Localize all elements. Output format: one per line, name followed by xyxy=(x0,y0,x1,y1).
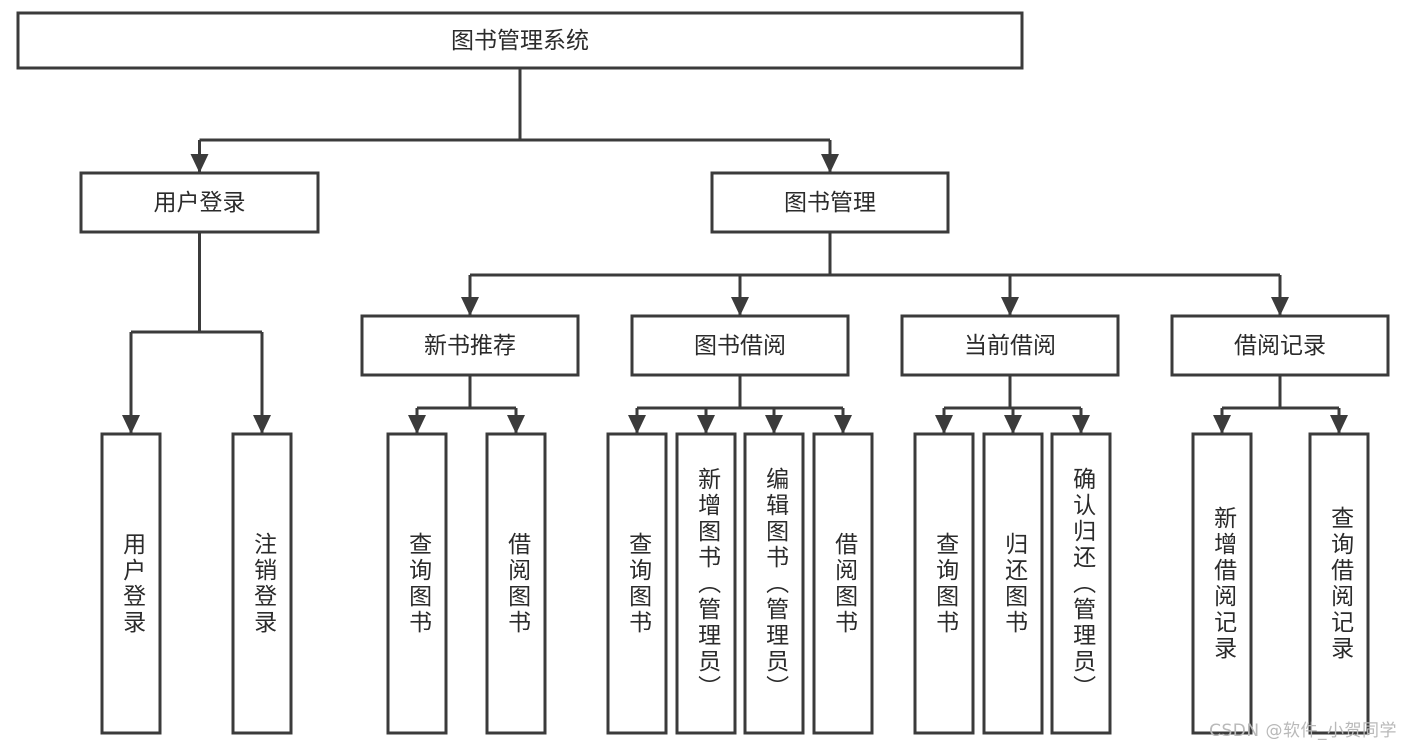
node-box-leaf-query-book-rec xyxy=(386,432,448,735)
node-label-root: 图书管理系统 xyxy=(451,28,589,54)
arrow-head-leaf-borrow-book xyxy=(834,415,852,434)
node-box-leaf-add-borrow-record xyxy=(1191,432,1253,735)
arrow-head-leaf-borrow-book-rec xyxy=(507,415,525,434)
arrow-head-leaf-return-book xyxy=(1004,415,1022,434)
arrow-head-current-borrow xyxy=(1001,297,1019,316)
node-box-leaf-borrow-book-rec xyxy=(485,432,547,735)
node-box-leaf-add-book-admin xyxy=(675,432,737,735)
arrow-head-borrow-record xyxy=(1271,297,1289,316)
csdn-watermark: CSDN @软件_小贺同学 xyxy=(1209,721,1397,741)
node-box-leaf-query-borrow-record xyxy=(1308,432,1370,735)
node-label-book-manage: 图书管理 xyxy=(784,190,876,216)
node-label-current-borrow: 当前借阅 xyxy=(964,333,1056,359)
node-label-book-borrow: 图书借阅 xyxy=(694,333,786,359)
arrow-head-leaf-confirm-return-admin xyxy=(1072,415,1090,434)
node-box-leaf-edit-book-admin xyxy=(743,432,805,735)
node-box-user-login xyxy=(79,171,320,234)
node-boxes xyxy=(16,11,1390,735)
arrow-head-leaf-add-borrow-record xyxy=(1213,415,1231,434)
node-box-leaf-query-book-borrow xyxy=(606,432,668,735)
arrow-head-book-manage xyxy=(821,154,839,173)
node-box-leaf-return-book xyxy=(982,432,1044,735)
node-box-current-borrow xyxy=(900,314,1120,377)
node-box-book-manage xyxy=(710,171,950,234)
node-label-user-login: 用户登录 xyxy=(154,190,246,216)
arrow-head-leaf-logout xyxy=(253,415,271,434)
arrow-head-new-book-recommend xyxy=(461,297,479,316)
node-box-leaf-user-login xyxy=(100,432,162,735)
arrow-head-leaf-query-book-current xyxy=(935,415,953,434)
arrow-head-leaf-edit-book-admin xyxy=(765,415,783,434)
arrow-head-leaf-user-login xyxy=(122,415,140,434)
arrow-head-leaf-query-book-rec xyxy=(408,415,426,434)
node-box-leaf-query-book-current xyxy=(913,432,975,735)
node-box-root xyxy=(16,11,1024,70)
node-label-new-book-recommend: 新书推荐 xyxy=(424,333,516,359)
node-box-new-book-recommend xyxy=(360,314,580,377)
arrow-head-leaf-query-borrow-record xyxy=(1330,415,1348,434)
node-box-leaf-confirm-return-admin xyxy=(1050,432,1112,735)
node-box-borrow-record xyxy=(1170,314,1390,377)
connector-lines xyxy=(122,68,1348,434)
arrow-head-book-borrow xyxy=(731,297,749,316)
node-box-leaf-borrow-book xyxy=(812,432,874,735)
node-box-book-borrow xyxy=(630,314,850,377)
arrow-head-leaf-add-book-admin xyxy=(697,415,715,434)
node-label-borrow-record: 借阅记录 xyxy=(1234,333,1326,359)
node-box-leaf-logout xyxy=(231,432,293,735)
arrow-head-leaf-query-book-borrow xyxy=(628,415,646,434)
arrow-head-user-login xyxy=(190,154,209,173)
